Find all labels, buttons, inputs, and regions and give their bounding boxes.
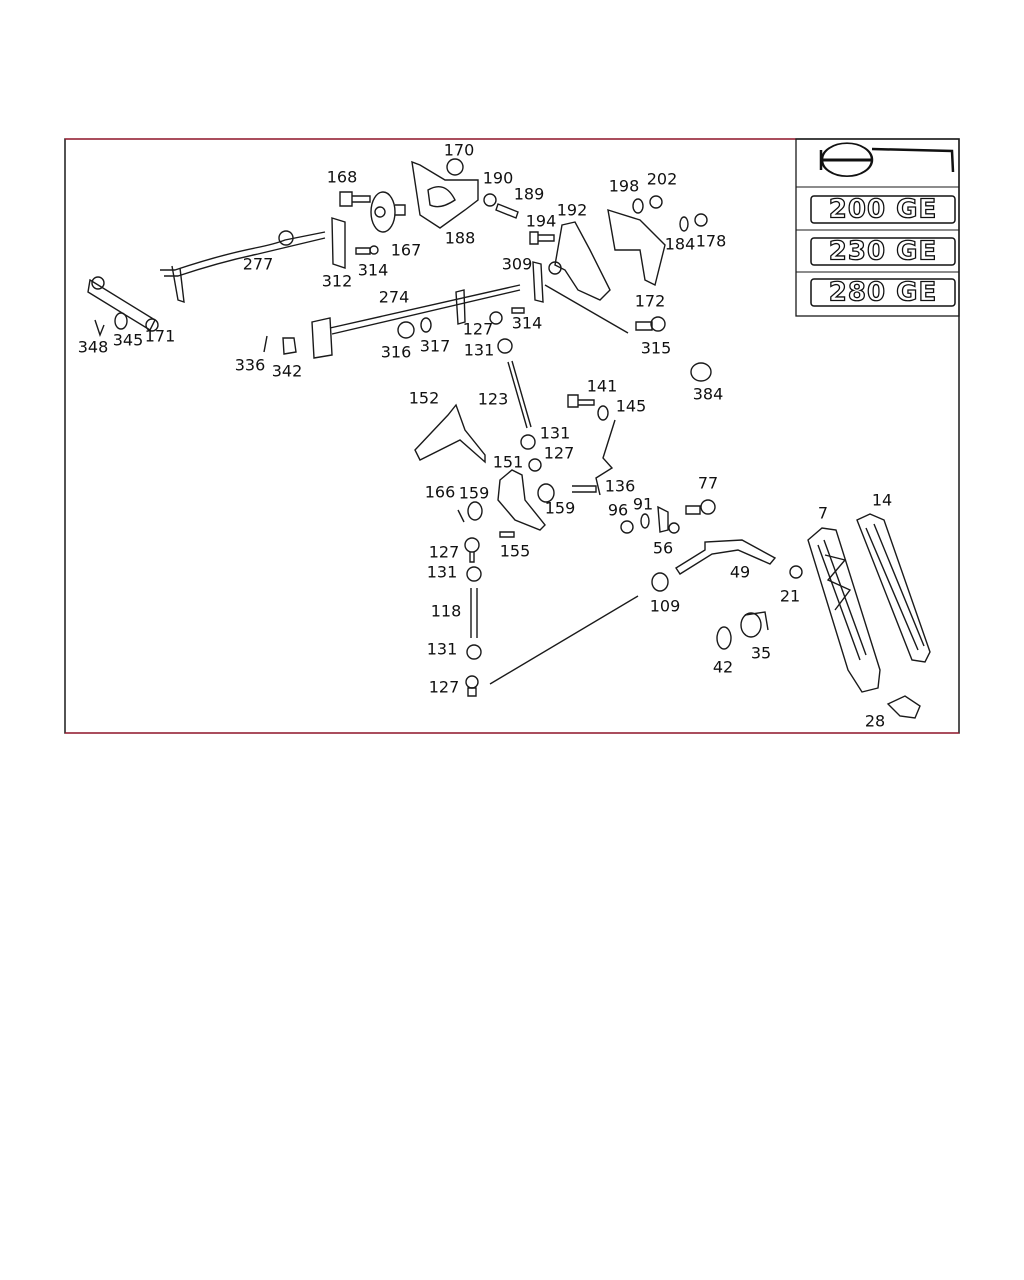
part-label-184: 184 (665, 235, 696, 254)
part-label-317: 317 (420, 337, 451, 356)
part-label-192: 192 (557, 201, 588, 220)
part-label-42: 42 (713, 658, 733, 677)
part-label-172: 172 (635, 292, 666, 311)
part-label-336: 336 (235, 356, 266, 375)
part-label-202: 202 (647, 170, 678, 189)
part-label-159b: 159 (545, 499, 576, 518)
part-number-labels: 170 168 190 189 198 202 192 194 184 178 … (78, 141, 892, 731)
part-label-141: 141 (587, 377, 618, 396)
part-label-131d: 131 (427, 640, 458, 659)
part-label-127d: 127 (429, 678, 460, 697)
badge-200ge: 200 GE (829, 195, 937, 225)
part-label-189: 189 (514, 185, 545, 204)
part-label-131c: 131 (427, 563, 458, 582)
part-label-314: 314 (358, 261, 389, 280)
part-label-348: 348 (78, 338, 109, 357)
part-label-96: 96 (608, 501, 628, 520)
part-label-21: 21 (780, 587, 800, 606)
part-label-77: 77 (698, 474, 718, 493)
part-label-316: 316 (381, 343, 412, 362)
part-label-35: 35 (751, 644, 771, 663)
part-label-151: 151 (493, 453, 524, 472)
part-label-345: 345 (113, 331, 144, 350)
part-label-170: 170 (444, 141, 475, 160)
part-label-159: 159 (459, 484, 490, 503)
part-label-155: 155 (500, 542, 531, 561)
badge-280ge: 280 GE (829, 278, 937, 308)
part-label-171: 171 (145, 327, 176, 346)
part-label-194: 194 (526, 212, 557, 231)
part-label-384: 384 (693, 385, 724, 404)
part-label-309: 309 (502, 255, 533, 274)
part-label-14: 14 (872, 491, 892, 510)
part-label-145: 145 (616, 397, 647, 416)
badge-230ge: 230 GE (829, 237, 937, 267)
part-label-7: 7 (818, 504, 828, 523)
part-label-131b: 131 (540, 424, 571, 443)
part-label-123: 123 (478, 390, 509, 409)
part-label-312: 312 (322, 272, 353, 291)
part-label-277: 277 (243, 255, 274, 274)
part-label-314b: 314 (512, 314, 543, 333)
part-label-166: 166 (425, 483, 456, 502)
part-label-198: 198 (609, 177, 640, 196)
part-label-91: 91 (633, 495, 653, 514)
part-label-315: 315 (641, 339, 672, 358)
part-label-127c: 127 (429, 543, 460, 562)
part-label-342: 342 (272, 362, 303, 381)
part-label-127b: 127 (544, 444, 575, 463)
part-label-274: 274 (379, 288, 410, 307)
model-badge-panel: 200 GE 230 GE 280 GE (795, 138, 960, 317)
part-label-127: 127 (463, 320, 494, 339)
part-label-168: 168 (327, 168, 358, 187)
part-drawings (87, 158, 931, 719)
part-label-56: 56 (653, 539, 673, 558)
brand-logo-icon (819, 142, 955, 178)
part-label-188: 188 (445, 229, 476, 248)
part-label-190: 190 (483, 169, 514, 188)
part-label-178: 178 (696, 232, 727, 251)
part-label-131: 131 (464, 341, 495, 360)
part-label-118: 118 (431, 602, 462, 621)
part-label-49: 49 (730, 563, 750, 582)
part-label-167: 167 (391, 241, 422, 260)
part-label-136: 136 (605, 477, 636, 496)
part-label-109: 109 (650, 597, 681, 616)
part-label-28: 28 (865, 712, 885, 731)
diagram-frame (64, 138, 960, 734)
part-label-152: 152 (409, 389, 440, 408)
